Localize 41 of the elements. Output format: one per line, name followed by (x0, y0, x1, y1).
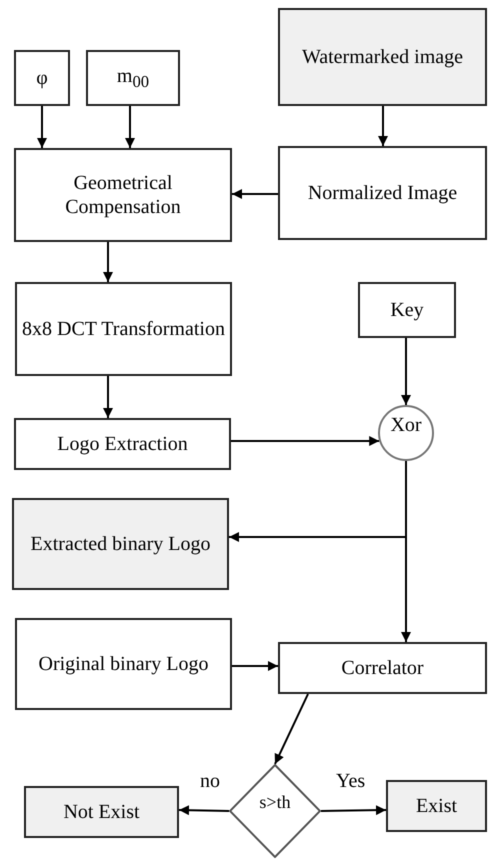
process-box (86, 50, 180, 106)
box-label: φ (36, 66, 48, 90)
box-label: Exist (416, 794, 458, 818)
process-box (358, 282, 456, 338)
io-box (24, 786, 179, 838)
box-label: Original binary Logo (38, 652, 208, 676)
box-label: Watermarked image (302, 45, 464, 69)
arrow (232, 661, 278, 671)
process-box (278, 642, 487, 694)
process-box (15, 282, 232, 376)
arrow (320, 805, 386, 816)
io-box (278, 8, 487, 106)
operator-label: Xor (390, 413, 422, 437)
box-label: 8x8 DCT Transformation (22, 317, 225, 341)
box-label: m$_{00}$ (116, 64, 150, 92)
box-label: Key (390, 298, 424, 322)
process-box (278, 146, 487, 240)
process-box (14, 148, 232, 242)
arrow (178, 805, 230, 816)
arrow (401, 461, 411, 642)
process-box (14, 50, 70, 106)
decision-label: s>th (259, 792, 291, 814)
box-label: Not Exist (63, 800, 140, 824)
process-box (15, 618, 232, 710)
arrow (37, 106, 47, 148)
arrow (378, 106, 388, 146)
arrow (232, 189, 278, 199)
arrow (274, 694, 309, 764)
io-box (12, 498, 229, 590)
arrow (125, 106, 135, 148)
box-label: Geometrical Compensation (64, 171, 182, 219)
arrow (231, 436, 380, 446)
box-label: Correlator (341, 656, 424, 680)
process-box (14, 418, 231, 470)
arrow (401, 338, 411, 405)
box-label: Normalized Image (308, 181, 458, 205)
arrow (103, 376, 113, 418)
arrow (103, 242, 113, 282)
box-label: Logo Extraction (57, 432, 188, 456)
box-label: Extracted binary Logo (30, 532, 210, 556)
io-box (386, 780, 487, 832)
